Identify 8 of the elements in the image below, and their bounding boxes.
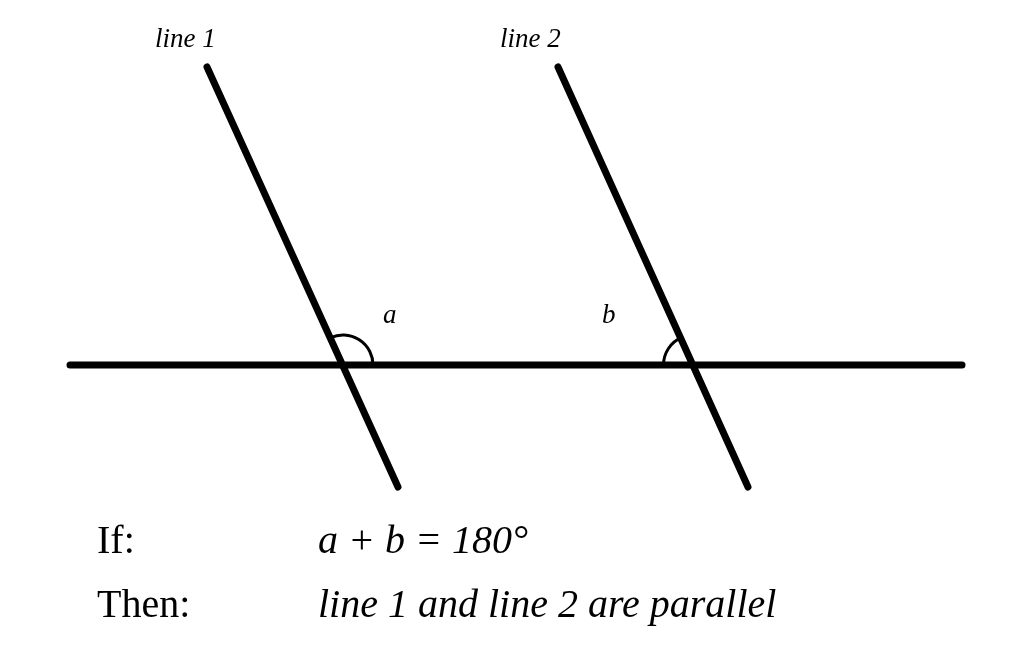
formula-text: a + b = 180° (318, 518, 528, 562)
condition-label: If: (97, 518, 135, 562)
line-label: line 2 (500, 24, 561, 54)
angle-label: a (383, 300, 397, 330)
conclusion-label: Then: (97, 582, 191, 626)
conclusion-text: line 1 and line 2 are parallel (318, 582, 777, 626)
line-label: line 1 (155, 24, 216, 54)
angle-label: b (602, 300, 616, 330)
